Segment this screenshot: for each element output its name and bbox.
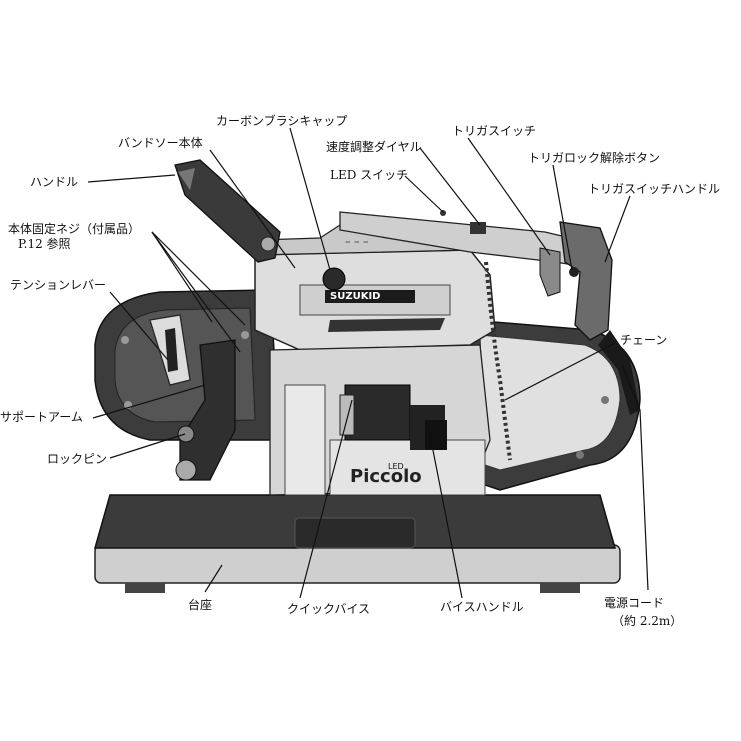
leader-lines: [87, 127, 649, 599]
leader-base: [204, 564, 223, 593]
label-led-switch: LED スイッチ: [330, 168, 409, 182]
model-mark-text: ｰ ｰ ｰ: [345, 236, 369, 249]
leader-support-arm: [92, 384, 206, 419]
label-bandsaw-body: バンドソー本体: [118, 136, 203, 150]
center-frame: [254, 224, 496, 496]
label-trigger-switch: トリガスイッチ: [452, 124, 537, 138]
leader-screw-2: [151, 231, 246, 326]
label-power-cord-length: （約 2.2m）: [612, 614, 683, 628]
label-support-arm: サポートアーム: [0, 410, 83, 424]
leader-chain: [504, 342, 616, 401]
leader-trigger-switch: [467, 137, 551, 256]
leader-lock-pin: [109, 433, 186, 459]
leader-screw-1: [151, 231, 213, 323]
label-trigger-handle: トリガスイッチハンドル: [588, 182, 721, 196]
trigger-handle-drawing: [539, 221, 640, 415]
product-badge: LED: [388, 462, 404, 471]
leader-power-cord: [621, 364, 649, 591]
vise-drawing: [339, 384, 447, 450]
product-name: Piccolo: [350, 466, 422, 487]
label-fixing-screw-ref: P.12 参照: [18, 237, 71, 251]
leader-handle: [87, 174, 176, 183]
label-base: 台座: [188, 598, 213, 612]
brand-logo-text: SUZUKID: [330, 291, 381, 302]
leader-tension-lever: [109, 291, 169, 361]
label-quick-vise: クイックバイス: [287, 602, 371, 616]
leader-led-switch: [404, 175, 444, 213]
right-wheel-housing: [469, 319, 641, 491]
leader-vise-handle: [429, 434, 463, 599]
label-tension-lever: テンションレバー: [10, 278, 107, 292]
top-handle-drawing: [174, 159, 281, 263]
leader-carbon-brush: [289, 127, 331, 271]
label-carbon-brush-cap: カーボンブラシキャップ: [216, 114, 348, 128]
leader-bandsaw-body: [209, 149, 296, 269]
base-drawing: [94, 494, 621, 593]
leader-trigger-lock: [552, 164, 573, 271]
leader-speed-dial: [419, 147, 481, 226]
label-lock-pin: ロックピン: [47, 452, 108, 466]
label-trigger-lock-button: トリガロック解除ボタン: [528, 151, 661, 165]
label-chain: チェーン: [620, 333, 668, 347]
label-power-cord: 電源コード: [604, 596, 665, 610]
label-vise-handle: バイスハンドル: [440, 600, 524, 614]
label-handle: ハンドル: [30, 175, 79, 189]
leader-screw-3: [151, 231, 241, 353]
tension-lever-drawing: [149, 314, 191, 386]
leader-quick-vise: [299, 399, 353, 599]
support-arm-drawing: [175, 339, 236, 481]
label-fixing-screw: 本体固定ネジ（付属品）: [8, 222, 141, 236]
label-speed-dial: 速度調整ダイヤル: [326, 140, 422, 154]
leader-trigger-handle: [604, 195, 631, 263]
